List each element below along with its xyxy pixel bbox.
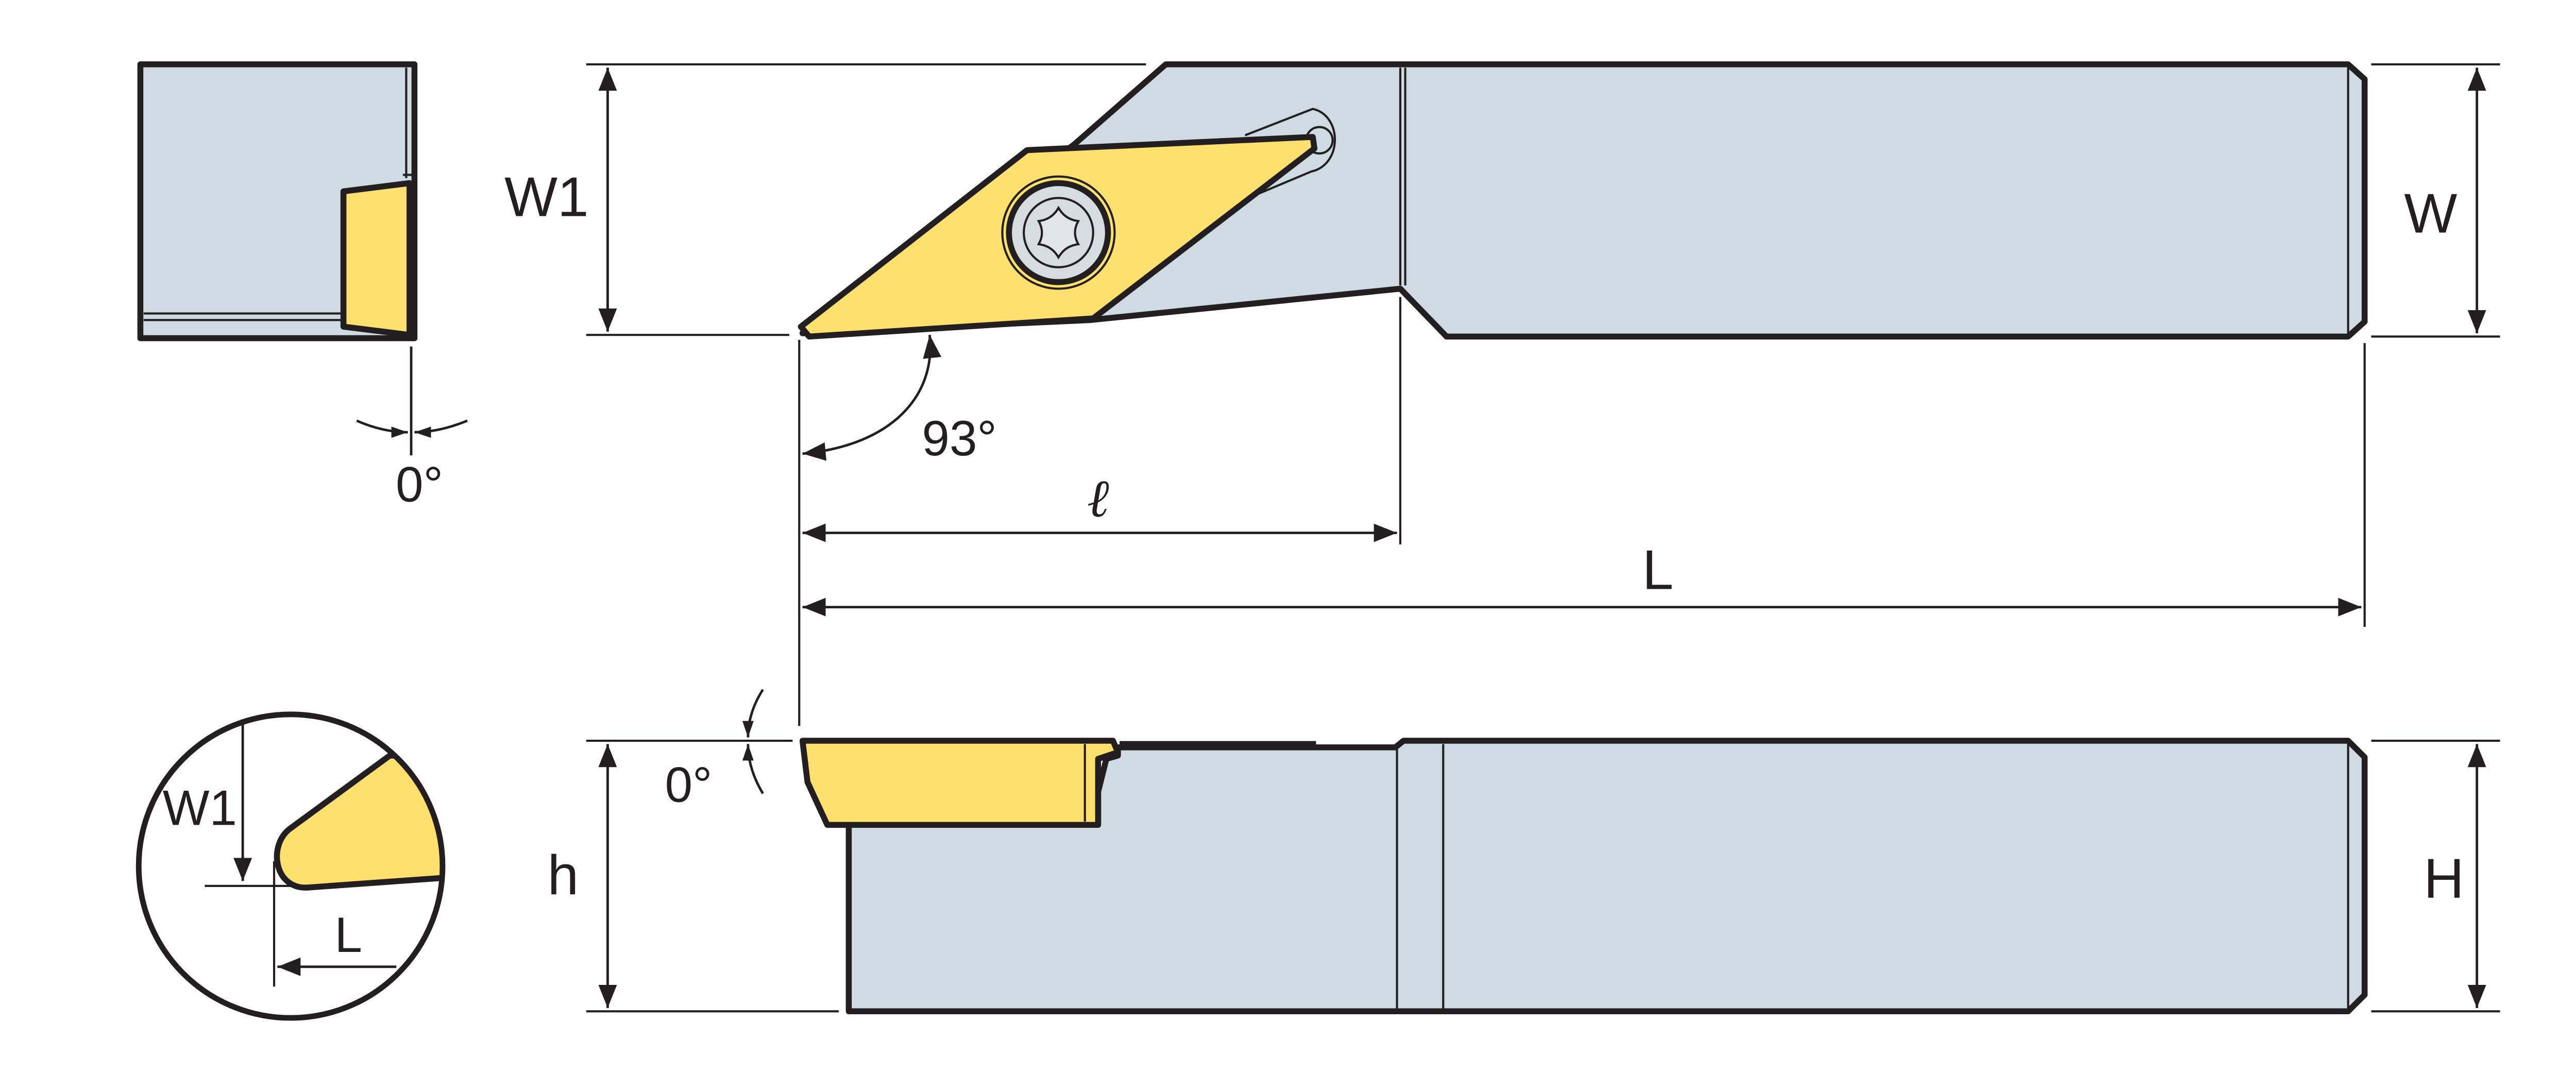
detail-w1-label: W1 — [163, 780, 237, 836]
side-angle-arrow-bottom — [742, 744, 764, 794]
side-view: 0° h H — [548, 689, 2500, 1015]
detail-circle-outline — [135, 711, 446, 1021]
end-view-seat — [403, 174, 414, 186]
detail-l-label: L — [335, 908, 362, 963]
clamp-screw-ring — [1023, 197, 1094, 268]
detail-view: W1 L — [135, 711, 446, 1021]
end-view-angle-arrow-left — [356, 419, 408, 438]
end-view-insert — [340, 180, 413, 338]
h-label: h — [548, 844, 579, 907]
l-label: L — [1642, 538, 1674, 601]
end-view: 0° — [137, 61, 468, 513]
approach-angle-arc — [802, 334, 942, 461]
side-angle-label: 0° — [665, 758, 713, 813]
end-view-angle-label: 0° — [396, 457, 443, 513]
torx-icon — [1037, 206, 1080, 260]
hh-label: H — [2424, 847, 2464, 910]
w-label: W — [2404, 182, 2458, 245]
side-angle-arrow-top — [742, 689, 764, 738]
ell-label: ℓ — [1087, 470, 1109, 528]
detail-insert — [274, 753, 443, 1018]
insert-side — [799, 738, 1121, 828]
clamp-screw-outer — [1001, 175, 1116, 290]
top-view: W1 W 93° ℓ L — [504, 61, 2500, 726]
w1-label: W1 — [504, 166, 588, 229]
approach-angle-label: 93° — [922, 411, 996, 466]
clamp-lever — [1244, 108, 1336, 199]
end-view-angle-arrow-right — [414, 419, 468, 438]
